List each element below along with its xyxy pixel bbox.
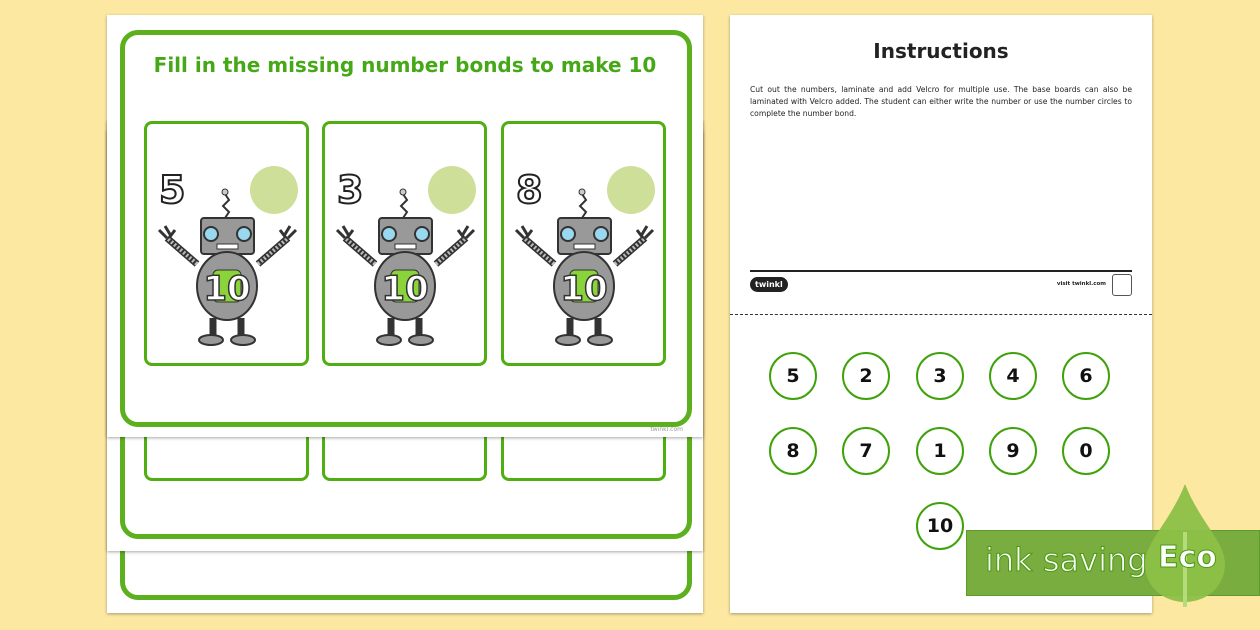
robot-illustration: 10: [157, 188, 298, 346]
ink-saving-label: ink saving: [985, 541, 1149, 580]
number-bond-card: 5 10: [144, 121, 309, 366]
number-circle[interactable]: 4: [989, 352, 1037, 400]
answer-circle[interactable]: [428, 166, 476, 214]
number-circle[interactable]: 2: [842, 352, 890, 400]
number-circle[interactable]: 7: [842, 427, 890, 475]
number-circle[interactable]: 6: [1062, 352, 1110, 400]
leaf-icon: [1145, 484, 1225, 607]
number-circle[interactable]: 10: [916, 502, 964, 550]
worksheet-page: Fill in the missing number bonds to make…: [107, 15, 703, 437]
number-circle[interactable]: 9: [989, 427, 1037, 475]
instructions-page: Instructions Cut out the numbers, lamina…: [730, 15, 1152, 613]
total-number: 10: [381, 269, 428, 309]
instructions-body: Cut out the numbers, laminate and add Ve…: [750, 85, 1132, 118]
cut-line: [730, 314, 1152, 315]
total-number: 10: [203, 269, 250, 309]
number-circle[interactable]: 8: [769, 427, 817, 475]
robot-illustration: 10: [335, 188, 476, 346]
footer-rule: [750, 270, 1132, 272]
twinkl-logo: twinkl: [750, 277, 788, 292]
answer-circle[interactable]: [250, 166, 298, 214]
given-number: 8: [515, 167, 543, 213]
number-circle[interactable]: 0: [1062, 427, 1110, 475]
worksheet-border: [120, 30, 692, 427]
visit-link[interactable]: visit twinkl.com: [1056, 281, 1106, 287]
robot-illustration: 10: [514, 188, 655, 346]
number-circle[interactable]: 1: [916, 427, 964, 475]
number-bond-card: 3 10: [322, 121, 487, 366]
worksheet-footer: twinkl.com: [650, 426, 683, 433]
number-bond-card: 8 10: [501, 121, 666, 366]
number-circle[interactable]: 5: [769, 352, 817, 400]
number-circle[interactable]: 3: [916, 352, 964, 400]
answer-circle[interactable]: [607, 166, 655, 214]
given-number: 5: [158, 167, 186, 213]
instructions-title: Instructions: [873, 39, 1009, 63]
total-number: 10: [560, 269, 607, 309]
worksheet-title: Fill in the missing number bonds to make…: [153, 53, 657, 77]
eco-label: Eco: [1158, 540, 1218, 576]
badge-icon: [1112, 274, 1132, 296]
given-number: 3: [336, 167, 364, 213]
